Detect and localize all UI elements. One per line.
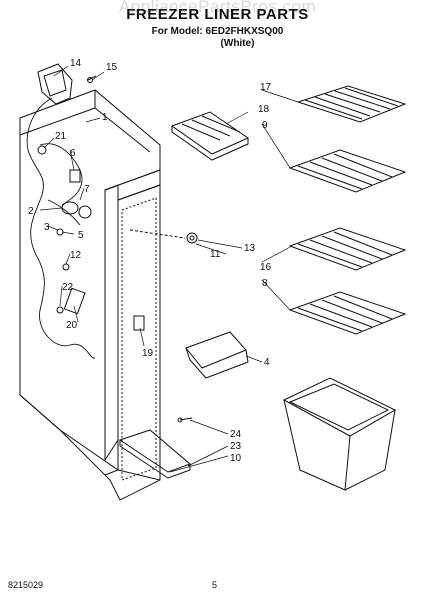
- callout-1: 1: [102, 112, 108, 123]
- callout-9: 9: [262, 120, 268, 131]
- liner-body: [19, 89, 161, 501]
- callout-20: 20: [66, 320, 78, 331]
- callout-8: 8: [262, 278, 268, 289]
- shelf-16: [288, 227, 407, 271]
- callout-13: 13: [244, 243, 256, 254]
- callout-7: 7: [84, 184, 90, 195]
- leader-lines: [39, 65, 299, 473]
- callout-15: 15: [106, 62, 118, 73]
- part-4-cover: [185, 331, 249, 379]
- page-number: 5: [212, 580, 218, 590]
- callout-19: 19: [142, 348, 154, 359]
- callout-6: 6: [70, 148, 76, 159]
- part-19-bracket: [133, 315, 145, 331]
- callout-5: 5: [78, 230, 84, 241]
- callout-12: 12: [70, 250, 82, 261]
- part-12-clip: [62, 263, 70, 271]
- callout-16: 16: [260, 262, 272, 273]
- callout-18: 18: [258, 104, 270, 115]
- model-line: For Model: 6ED2FHKXSQ00: [151, 26, 284, 37]
- callout-24: 24: [230, 429, 242, 440]
- part-20-damper: [56, 287, 86, 315]
- part-24-screw: [177, 417, 193, 423]
- shelf-8: [288, 291, 407, 335]
- watermark-text: AppliancePartsPros.com: [118, 0, 317, 16]
- callout-4: 4: [264, 357, 270, 368]
- part-6-switch: [69, 169, 81, 183]
- part-2-socket: [61, 201, 92, 219]
- callout-23: 23: [230, 441, 242, 452]
- color-line: (White): [220, 38, 255, 49]
- callout-2: 2: [28, 206, 34, 217]
- part-10-rail: [118, 429, 191, 479]
- callout-10: 10: [230, 453, 242, 464]
- document-number: 8215029: [8, 580, 44, 590]
- callout-11: 11: [210, 249, 221, 260]
- shelf-17: [296, 85, 407, 123]
- part-18-ice-tray: [170, 111, 250, 161]
- part-15-screw: [87, 75, 97, 83]
- shelf-9: [288, 149, 407, 193]
- part-21-clip: [37, 145, 47, 155]
- part-14-bracket: [37, 63, 73, 105]
- callout-17: 17: [260, 82, 272, 93]
- part-13-grommet: [129, 229, 198, 244]
- callout-3: 3: [44, 222, 50, 233]
- freezer-bin: [282, 377, 397, 491]
- callout-labels: 14 15 1 21 6 7 2 3 5 12 22 20 19 18 17 9…: [28, 58, 272, 464]
- page-title: FREEZER LINER PARTS: [126, 6, 309, 23]
- callout-22: 22: [62, 282, 74, 293]
- callout-21: 21: [55, 131, 67, 142]
- callout-14: 14: [70, 58, 82, 69]
